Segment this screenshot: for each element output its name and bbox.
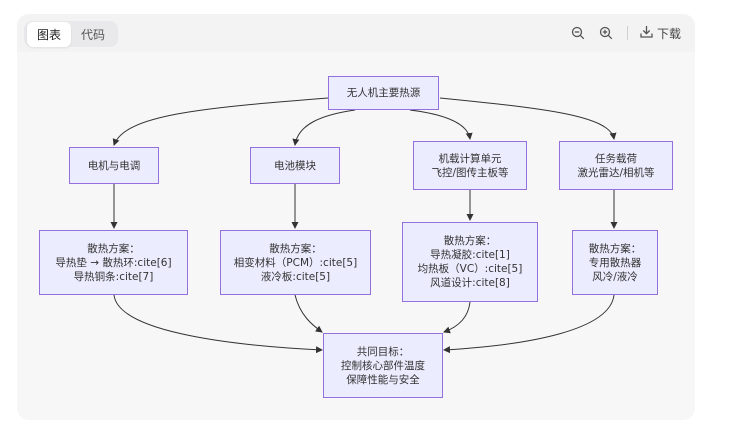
zoom-in-icon[interactable]	[597, 24, 615, 42]
solution-compute-line-2: 导热凝胶:cite[1]	[430, 249, 510, 261]
node-compute-line-2: 飞控/图传主板等	[431, 166, 509, 179]
zoom-out-icon[interactable]	[569, 24, 587, 42]
solution-payload-line-3: 风冷/液冷	[592, 270, 638, 283]
node-battery[interactable]: 电池模块	[250, 147, 340, 184]
node-payload-line-2: 激光雷达/相机等	[577, 166, 655, 179]
solution-motor-line-2: 导热垫 → 散热环:cite[6]	[55, 256, 172, 269]
download-label: 下载	[656, 26, 681, 41]
node-root-line: 无人机主要热源	[346, 87, 421, 99]
card-header: 图表 代码 下载	[17, 14, 695, 52]
solution-compute-line-3: 均热板（VC）:cite[5]	[417, 263, 523, 275]
node-motor[interactable]: 电机与电调	[69, 147, 159, 184]
solution-battery-line-3: 液冷板:cite[5]	[260, 270, 331, 283]
solution-payload-line-2: 专用散热器	[588, 256, 642, 269]
toolbar: 下载	[569, 24, 681, 42]
solution-motor-line-3: 导热铜条:cite[7]	[73, 270, 154, 283]
solution-battery-line-2: 相变材料（PCM）:cite[5]	[233, 256, 358, 269]
solution-motor-line-1: 散热方案：	[87, 242, 140, 255]
goal-line-3: 保障性能与安全	[346, 373, 420, 386]
solution-compute-line-1: 散热方案：	[443, 235, 497, 247]
tab-chart[interactable]: 图表	[27, 21, 72, 47]
node-payload[interactable]: 任务载荷 激光雷达/相机等	[559, 141, 673, 190]
node-solution-payload[interactable]: 散热方案： 专用散热器 风冷/液冷	[572, 230, 658, 295]
tab-code[interactable]: 代码	[81, 27, 106, 42]
download-button[interactable]: 下载	[640, 25, 681, 42]
solution-battery-line-1: 散热方案：	[269, 242, 322, 255]
solution-payload-line-1: 散热方案：	[588, 242, 642, 255]
node-root[interactable]: 无人机主要热源	[328, 76, 439, 110]
goal-line-2: 控制核心部件温度	[341, 359, 425, 372]
node-motor-line: 电机与电调	[87, 159, 141, 172]
download-icon	[640, 25, 653, 41]
goal-line-1: 共同目标：	[356, 345, 410, 358]
node-compute-line-1: 机载计算单元	[438, 152, 502, 165]
solution-compute-line-4: 风道设计:cite[8]	[430, 277, 510, 289]
node-compute[interactable]: 机载计算单元 飞控/图传主板等	[413, 141, 527, 190]
node-solution-compute[interactable]: 散热方案： 导热凝胶:cite[1] 均热板（VC）:cite[5] 风道设计:…	[402, 222, 538, 302]
node-solution-motor[interactable]: 散热方案： 导热垫 → 散热环:cite[6] 导热铜条:cite[7]	[39, 230, 188, 295]
view-tabs: 图表 代码	[24, 21, 119, 47]
node-goal[interactable]: 共同目标： 控制核心部件温度 保障性能与安全	[323, 333, 443, 398]
toolbar-divider	[626, 26, 628, 40]
node-payload-line-1: 任务载荷	[595, 152, 637, 165]
node-battery-line: 电池模块	[274, 159, 316, 172]
node-solution-battery[interactable]: 散热方案： 相变材料（PCM）:cite[5] 液冷板:cite[5]	[220, 230, 371, 295]
